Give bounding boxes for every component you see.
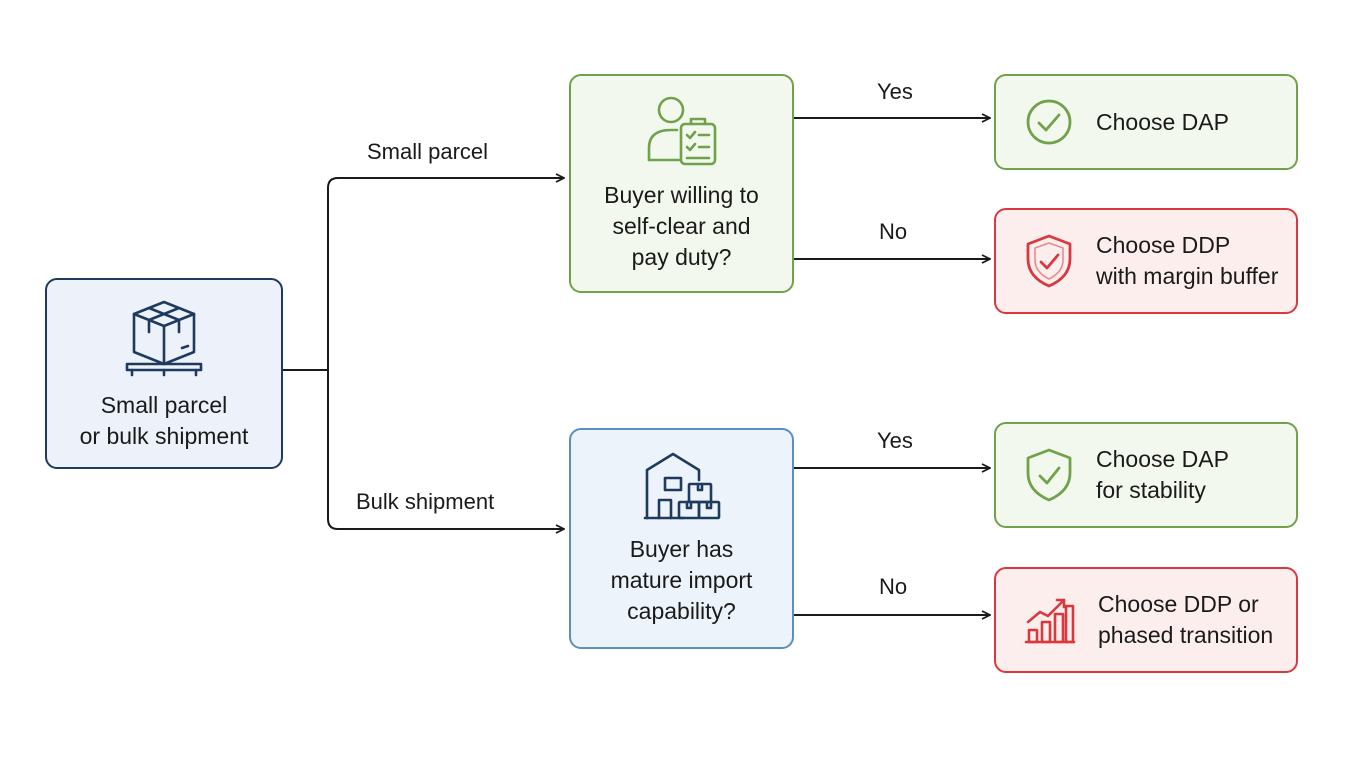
shield-check-icon [1024,447,1074,503]
edge-label-d2-yes: Yes [877,428,913,453]
outcome-choose-dap-stability: Choose DAP for stability [994,422,1298,528]
person-clipboard-icon [645,94,719,168]
edge-bulk-shipment [327,370,564,529]
start-node: Small parcel or bulk shipment [45,278,283,469]
outcome-choose-dap-label: Choose DAP [1096,108,1229,135]
edge-label-d1-no: No [879,219,908,244]
decision-node-self-clear: Buyer willing to self-clear and pay duty… [569,74,794,293]
branch-label-bulk-shipment: Bulk shipment [356,489,495,514]
warehouse-boxes-icon [643,450,721,522]
bar-chart-growth-icon [1024,594,1076,646]
edge-label-d2-no: No [879,574,908,599]
check-circle-icon [1024,97,1074,147]
box-pallet-icon [124,296,204,378]
start-node-label: Small parcel or bulk shipment [79,391,249,449]
decision-node-import-capability: Buyer has mature import capability? [569,428,794,649]
decision-node-import-capability-label: Buyer has mature import capability? [610,536,753,624]
outcome-choose-dap: Choose DAP [994,74,1298,170]
decision-node-self-clear-label: Buyer willing to self-clear and pay duty… [604,182,759,270]
edge-label-d1-yes: Yes [877,79,913,104]
outcome-choose-ddp-margin: Choose DDP with margin buffer [994,208,1298,314]
branch-label-small-parcel: Small parcel [367,139,489,164]
outcome-choose-ddp-phased: Choose DDP or phased transition [994,567,1298,673]
outcome-choose-ddp-margin-label: Choose DDP with margin buffer [1096,232,1279,289]
outcome-choose-dap-stability-label: Choose DAP for stability [1096,446,1229,503]
shield-check-icon [1024,233,1074,289]
edge-small-parcel [327,178,564,370]
outcome-choose-ddp-phased-label: Choose DDP or phased transition [1098,591,1274,648]
